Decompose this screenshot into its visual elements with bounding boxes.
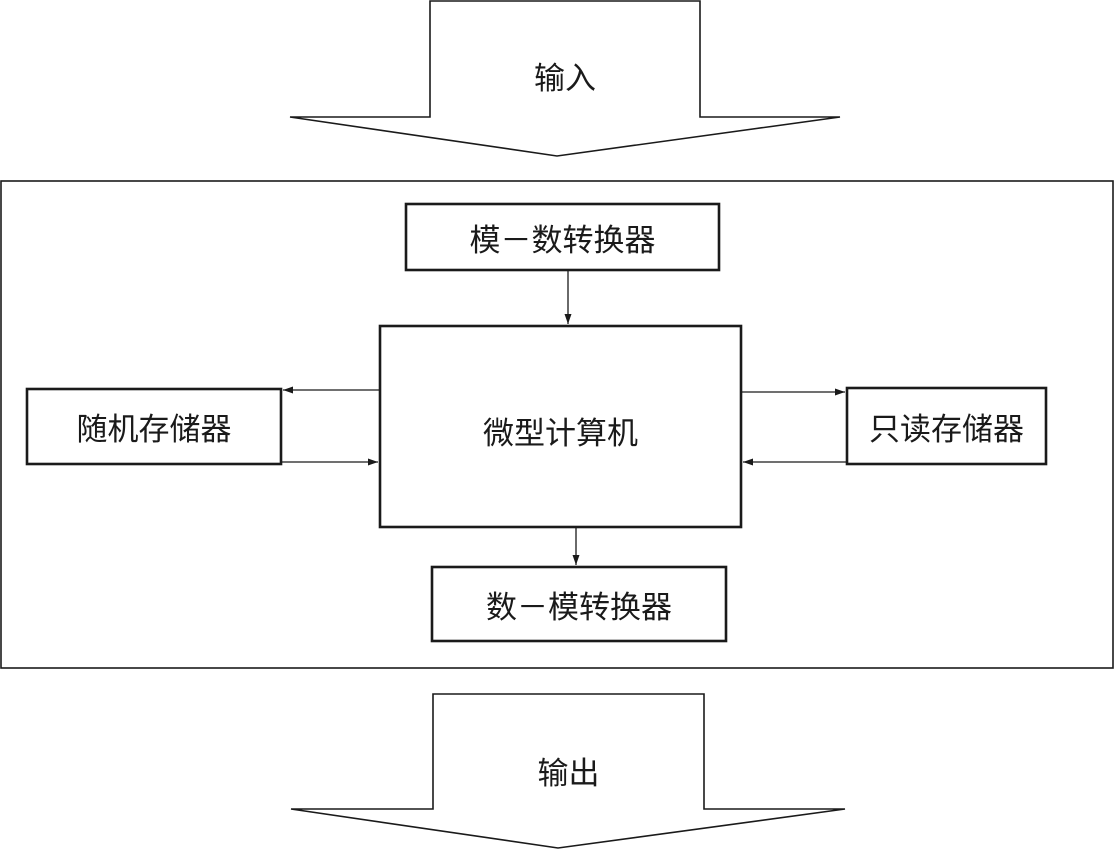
ram-box	[25, 387, 283, 466]
dac-box	[430, 565, 728, 643]
adc-box	[404, 202, 721, 272]
cpu-label: 微型计算机	[483, 415, 638, 452]
input-label: 输入	[534, 60, 596, 97]
output-arrow-shape	[290, 693, 846, 849]
ram-label: 随机存储器	[76, 412, 232, 448]
system-frame	[0, 180, 1114, 669]
output-label: 输出	[537, 755, 600, 792]
rom-label: 只读存储器	[869, 411, 1024, 448]
cpu-box	[378, 324, 743, 529]
adc-label: 模－数转换器	[469, 222, 656, 259]
dac-label: 数－模转换器	[486, 589, 672, 626]
rom-box	[845, 386, 1048, 466]
input-arrow-shape	[289, 0, 841, 157]
